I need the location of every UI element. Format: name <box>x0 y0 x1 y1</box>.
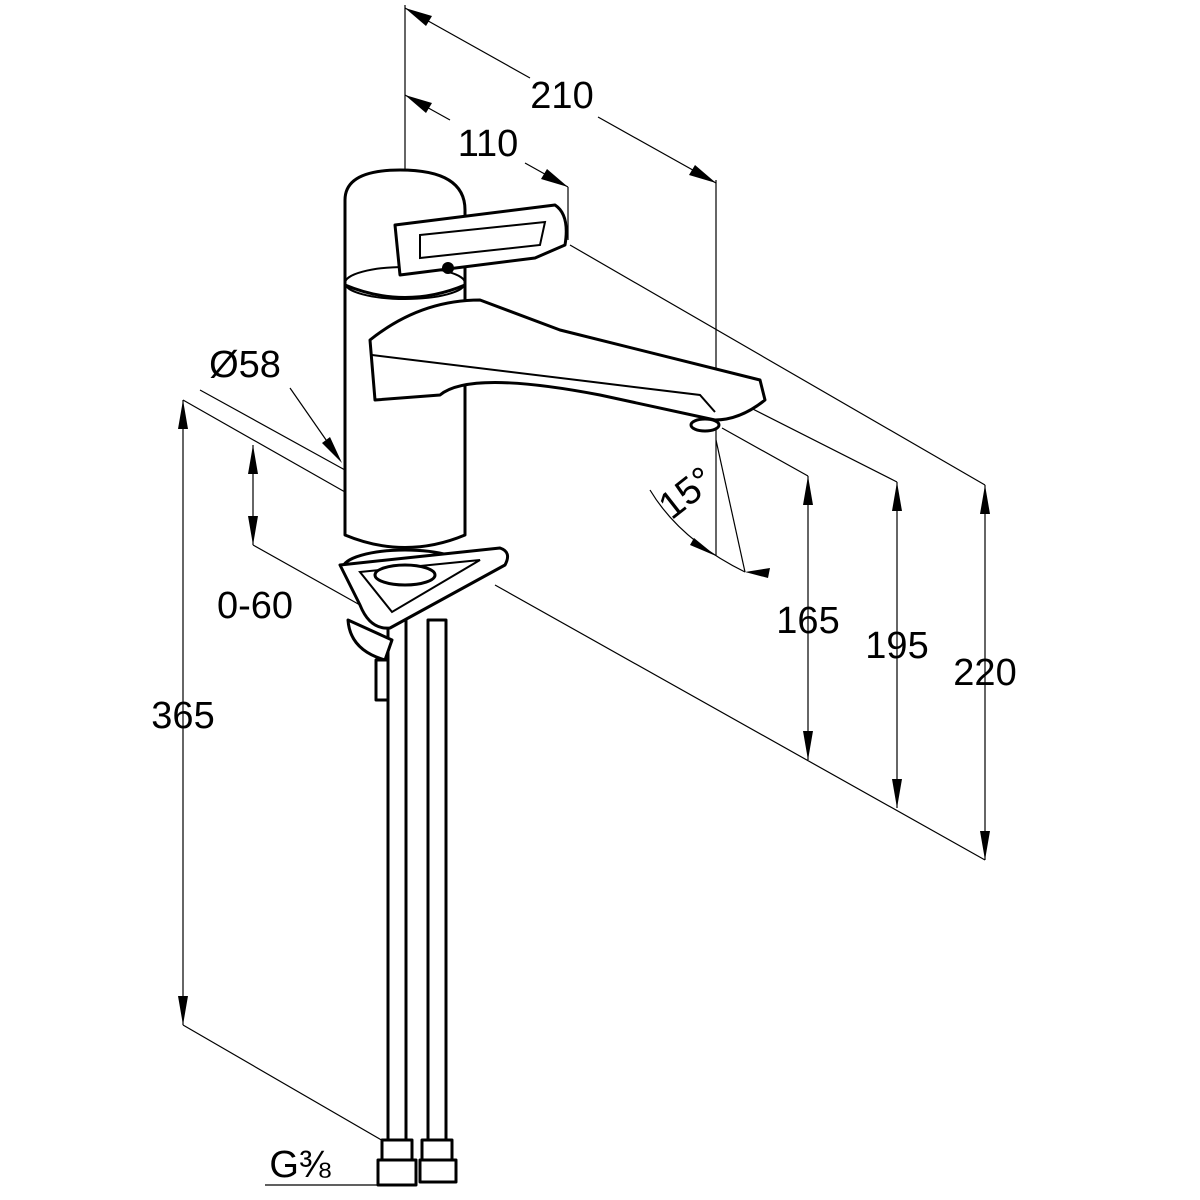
label-195: 195 <box>865 625 928 667</box>
label-210: 210 <box>530 75 593 117</box>
label-15-degrees: 15° <box>651 459 722 527</box>
label-g-3-8: G⅜ <box>269 1144 331 1186</box>
label-diameter-58: Ø58 <box>209 344 281 386</box>
label-365: 365 <box>151 695 214 737</box>
label-165: 165 <box>776 600 839 642</box>
label-110: 110 <box>458 123 519 165</box>
label-220: 220 <box>953 652 1016 694</box>
dimension-labels: 210 110 Ø58 0-60 365 15° 165 195 220 G⅜ <box>151 75 1016 1186</box>
label-0-60: 0-60 <box>217 585 293 627</box>
dimension-lines <box>178 5 990 1186</box>
faucet <box>338 168 767 1187</box>
